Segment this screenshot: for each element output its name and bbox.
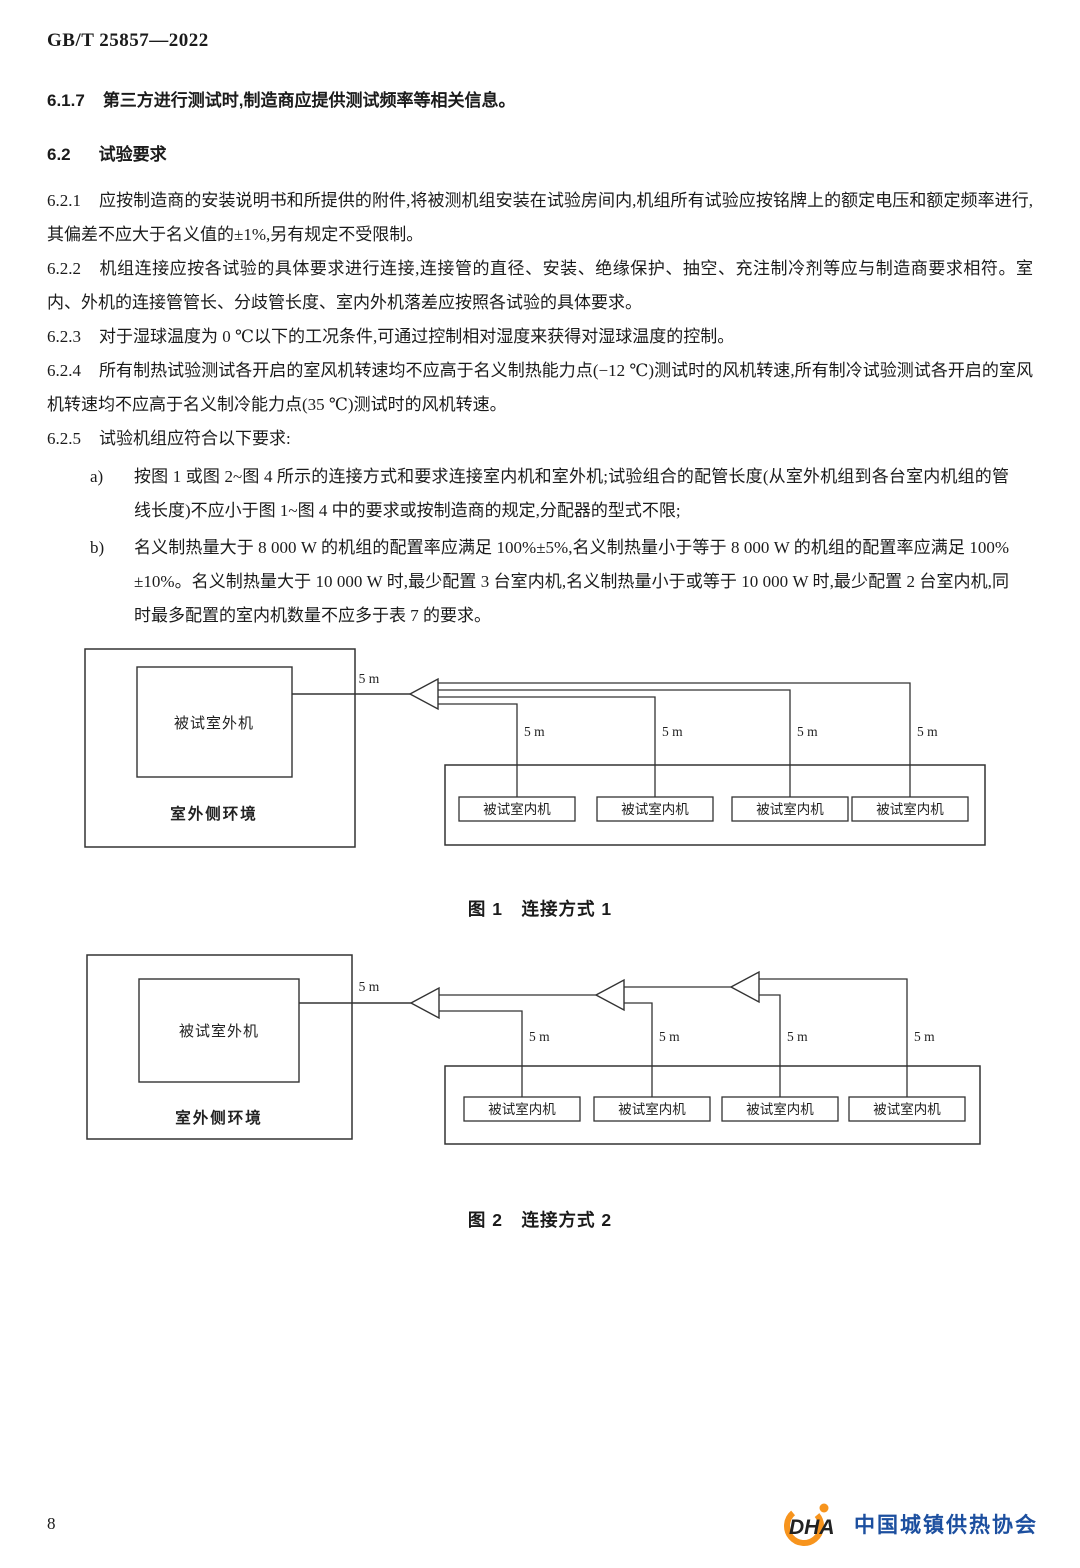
- branch-pipe-3: [438, 689, 791, 797]
- indoor-unit-box-3: [731, 796, 849, 822]
- list-marker-a: a): [90, 467, 104, 486]
- figure-2-caption: 图 2 连接方式 2: [467, 1210, 613, 1230]
- clause-number: 6.2.1: [47, 191, 81, 210]
- logo-letters: DHA: [789, 1516, 835, 1539]
- branch-length-label: 5 m: [662, 724, 683, 739]
- outdoor-env-box: [84, 648, 356, 848]
- clause-number: 6.2.3: [47, 327, 81, 346]
- indoor-unit-label: 被试室内机: [746, 1101, 814, 1117]
- outdoor-unit-box: [136, 666, 293, 778]
- list-item-a-text: 按图 1 或图 2~图 4 所示的连接方式和要求连接室内机和室外机;试验组合的配…: [134, 467, 1009, 520]
- branch-length-label: 5 m: [797, 724, 818, 739]
- branch-length-label: 5 m: [914, 1029, 935, 1044]
- outdoor-env-box: [86, 954, 353, 1140]
- clause-text: 试验机组应符合以下要求:: [99, 429, 291, 448]
- heading-6-2: 6.2 试验要求: [47, 138, 1033, 172]
- figure-1-diagram: 被试室外机 室外侧环境 5 m 5 m 5 m 5 m 5 m 被试室内机: [84, 648, 986, 848]
- requirement-list: a) 按图 1 或图 2~图 4 所示的连接方式和要求连接室内机和室外机;试验组…: [47, 460, 1033, 633]
- distributor-icon: [408, 677, 439, 711]
- indoor-env-box: [444, 764, 986, 846]
- list-item-b: b) 名义制热量大于 8 000 W 的机组的配置率应满足 100%±5%,名义…: [47, 531, 1033, 633]
- indoor-env-box: [444, 1065, 981, 1145]
- outdoor-unit-label: 被试室外机: [179, 1023, 259, 1040]
- indoor-unit-box-4: [851, 796, 969, 822]
- clause-text: 所有制热试验测试各开启的室风机转速均不应高于名义制热能力点(−12 ℃)测试时的…: [47, 361, 1033, 414]
- clause-number: 6.2.4: [47, 361, 81, 380]
- indoor-unit-label: 被试室内机: [876, 801, 944, 817]
- indoor-unit-label: 被试室内机: [488, 1101, 556, 1117]
- outdoor-env-label: 室外侧环境: [175, 1108, 263, 1127]
- clause-text: 试验要求: [98, 145, 167, 164]
- indoor-unit-box-1: [458, 796, 576, 822]
- para-6-1-7: 6.1.7 第三方进行测试时,制造商应提供测试频率等相关信息。: [47, 84, 1033, 118]
- indoor-unit-box-2: [596, 796, 714, 822]
- clause-text: 机组连接应按各试验的具体要求进行连接,连接管的直径、安装、绝缘保护、抽空、充注制…: [47, 259, 1033, 312]
- clause-number: 6.1.7: [47, 91, 85, 110]
- branch-length-label: 5 m: [659, 1029, 680, 1044]
- branch-pipe-4: [438, 682, 911, 797]
- clause-text: 对于湿球温度为 0 ℃以下的工况条件,可通过控制相对湿度来获得对湿球温度的控制。: [99, 327, 735, 346]
- distributor-icon-3: [729, 970, 760, 1004]
- clause-number: 6.2.5: [47, 429, 81, 448]
- indoor-unit-label: 被试室内机: [483, 801, 551, 817]
- outdoor-env-label: 室外侧环境: [170, 804, 258, 823]
- clause-number: 6.2.2: [47, 259, 81, 278]
- cdha-logo-icon: DHA: [784, 1503, 835, 1546]
- para-6-2-3: 6.2.3 对于湿球温度为 0 ℃以下的工况条件,可通过控制相对湿度来获得对湿球温…: [47, 320, 1033, 354]
- branch-pipe-2: [624, 1002, 653, 1097]
- branch-pipe-2: [438, 696, 656, 797]
- branch-pipe-3: [759, 994, 781, 1097]
- branch-length-label: 5 m: [524, 724, 545, 739]
- indoor-unit-label: 被试室内机: [756, 801, 824, 817]
- indoor-unit-box-2: [593, 1096, 711, 1122]
- page-number: 8: [47, 1514, 56, 1533]
- clause-number: 6.2: [47, 145, 71, 164]
- organization-name: 中国城镇供热协会: [854, 1514, 1038, 1537]
- indoor-unit-box-4: [848, 1096, 966, 1122]
- main-pipe-length-label: 5 m: [359, 979, 380, 994]
- document-body: 6.1.7 第三方进行测试时,制造商应提供测试频率等相关信息。 6.2 试验要求 6…: [47, 84, 1033, 633]
- page-footer: 8 DHA 中国城镇供热协会: [47, 1500, 1038, 1548]
- branch-length-label: 5 m: [917, 724, 938, 739]
- branch-length-label: 5 m: [529, 1029, 550, 1044]
- branch-length-label: 5 m: [787, 1029, 808, 1044]
- logo-dot: [819, 1503, 829, 1513]
- branch-pipe-4: [759, 978, 908, 1097]
- indoor-unit-box-3: [721, 1096, 839, 1122]
- outdoor-unit-label: 被试室外机: [174, 715, 254, 732]
- doc-number: GB/T 25857—2022: [47, 30, 209, 51]
- indoor-unit-label: 被试室内机: [618, 1101, 686, 1117]
- list-item-b-text: 名义制热量大于 8 000 W 的机组的配置率应满足 100%±5%,名义制热量…: [134, 538, 1009, 625]
- list-marker-b: b): [90, 538, 105, 557]
- main-pipe-length-label: 5 m: [359, 671, 380, 686]
- figure-2: 被试室外机 室外侧环境 5 m 5 m 5 m 5 m: [47, 951, 1033, 1161]
- figure-1: 被试室外机 室外侧环境 5 m 5 m 5 m 5 m 5 m 被试室内机: [47, 647, 1033, 862]
- distributor-icon-2: [594, 978, 625, 1012]
- branch-pipe-1: [439, 1010, 523, 1097]
- para-6-2-5: 6.2.5 试验机组应符合以下要求:: [47, 422, 1033, 456]
- branch-pipe-1: [438, 703, 518, 797]
- indoor-unit-label: 被试室内机: [621, 801, 689, 817]
- indoor-unit-box-1: [463, 1096, 581, 1122]
- clause-text: 应按制造商的安装说明书和所提供的附件,将被测机组安装在试验房间内,机组所有试验应…: [47, 191, 1033, 244]
- clause-text: 第三方进行测试时,制造商应提供测试频率等相关信息。: [102, 91, 516, 110]
- indoor-unit-label: 被试室内机: [873, 1101, 941, 1117]
- distributor-icon-1: [409, 986, 440, 1020]
- organization-logo: DHA 中国城镇供热协会: [774, 1500, 1038, 1548]
- figure-1-caption: 图 1 连接方式 1: [467, 899, 613, 919]
- figure-2-diagram: 被试室外机 室外侧环境 5 m 5 m 5 m 5 m: [86, 954, 981, 1145]
- logo-swoosh: [784, 1506, 824, 1546]
- list-item-a: a) 按图 1 或图 2~图 4 所示的连接方式和要求连接室内机和室外机;试验组…: [47, 460, 1033, 528]
- outdoor-unit-box: [138, 978, 300, 1083]
